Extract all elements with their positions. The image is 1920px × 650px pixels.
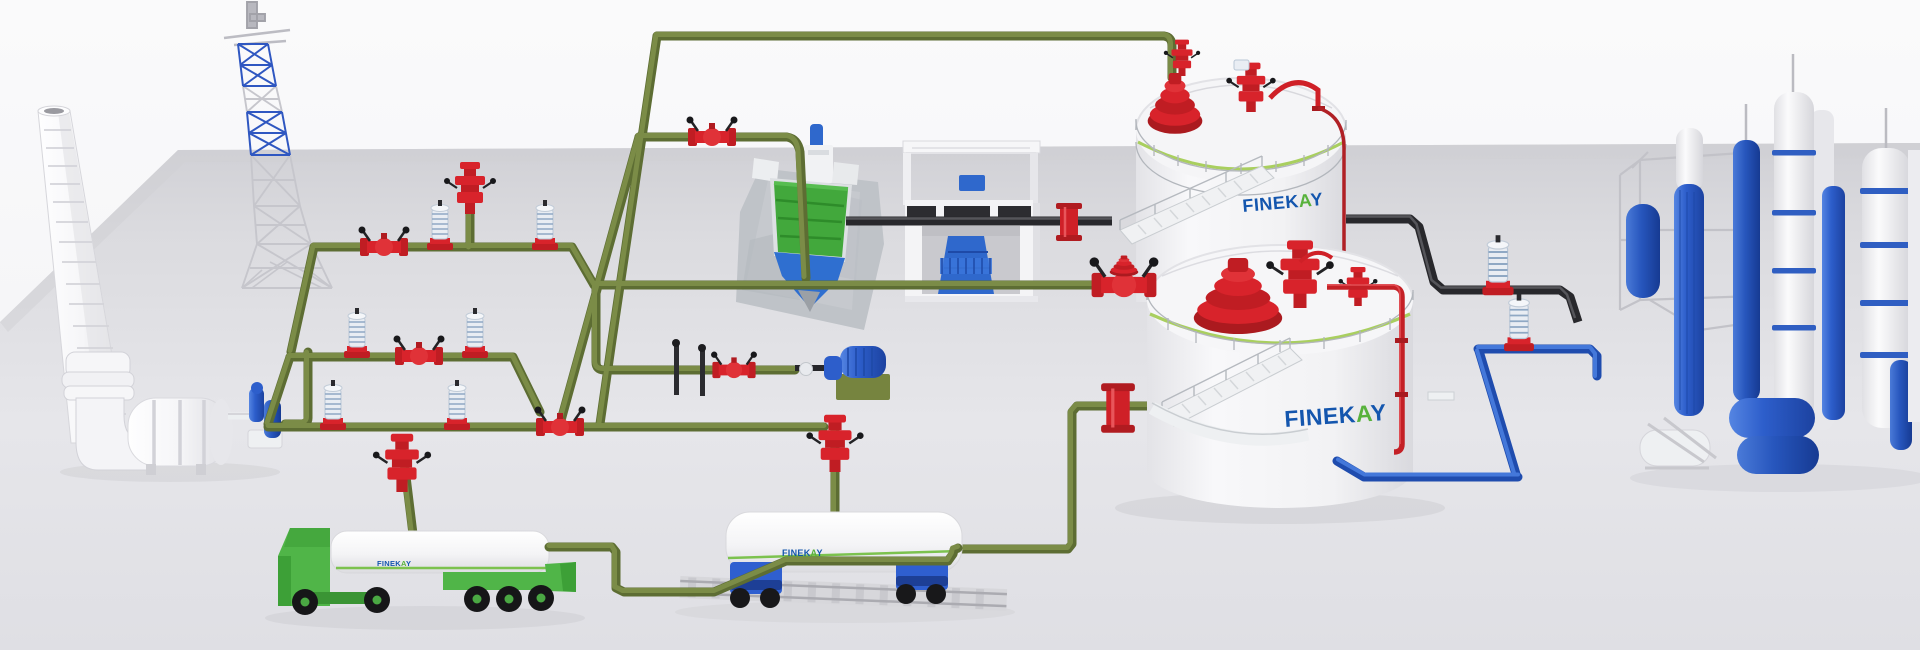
svg-text:FINEKAY: FINEKAY [782,548,823,558]
svg-text:FINEKAY: FINEKAY [377,559,411,568]
